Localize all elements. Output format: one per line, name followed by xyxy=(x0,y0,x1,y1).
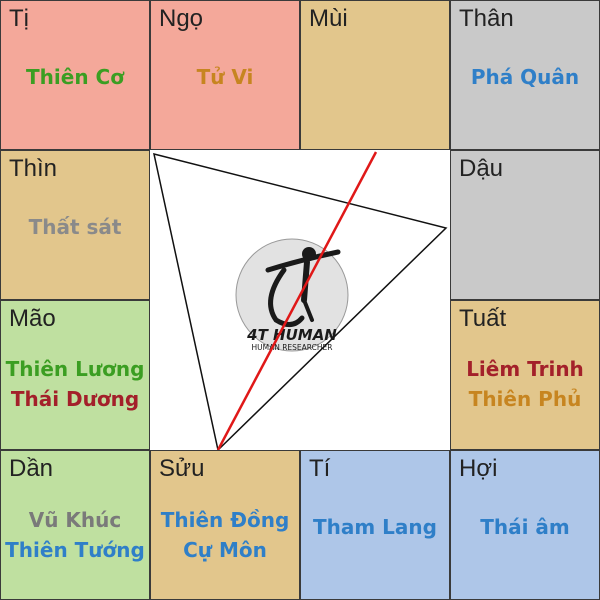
palace-branch-label: Hợi xyxy=(459,455,498,482)
star-name: Liêm Trinh xyxy=(466,357,584,381)
palace-branch-label: Mão xyxy=(9,305,56,332)
palace-branch-label: Dần xyxy=(9,455,54,482)
palace-cell: Dậu xyxy=(451,151,599,299)
center-diagram: 4T HUMAN HUMAN RESEARCHER xyxy=(153,151,448,450)
star-name: Thái âm xyxy=(480,515,570,539)
star-name: Cự Môn xyxy=(183,538,267,562)
star-name: Thiên Đồng xyxy=(160,508,290,532)
red-axis-line xyxy=(216,151,378,450)
star-name: Tử Vi xyxy=(196,65,254,89)
palace-branch-label: Dậu xyxy=(459,155,504,182)
palace-branch-label: Ngọ xyxy=(159,5,204,32)
palace-branch-label: Mùi xyxy=(309,5,348,32)
star-name: Tham Lang xyxy=(313,515,437,539)
center-panel: 4T HUMAN HUMAN RESEARCHER xyxy=(150,150,450,450)
logo-tagline: HUMAN RESEARCHER xyxy=(252,343,333,352)
palace-stars: Thất sát xyxy=(1,185,149,269)
triangle-lines xyxy=(153,152,448,450)
star-name: Thiên Tướng xyxy=(5,538,145,562)
palace-stars: Tử Vi xyxy=(151,35,299,119)
palace-branch-label: Tuất xyxy=(459,305,507,332)
palace-stars: Phá Quân xyxy=(451,35,599,119)
palace-cell: Ngọ Tử Vi xyxy=(151,1,299,149)
logo-brand: 4T HUMAN xyxy=(246,326,337,344)
palace-cell: Mùi xyxy=(301,1,449,149)
palace-branch-label: Thìn xyxy=(9,155,58,182)
star-name: Thái Dương xyxy=(10,387,140,411)
logo-circle xyxy=(235,238,349,352)
palace-stars: Tham Lang xyxy=(301,485,449,569)
palace-branch-label: Tị xyxy=(9,5,29,32)
star-name: Thiên Phủ xyxy=(468,387,582,411)
logo-figure-icon xyxy=(265,247,341,327)
palace-stars xyxy=(451,185,599,269)
star-name: Phá Quân xyxy=(470,65,580,89)
palace-stars: Thiên Đồng Cự Môn xyxy=(151,483,299,587)
star-name: Vũ Khúc xyxy=(28,508,122,532)
palace-branch-label: Tí xyxy=(309,455,331,482)
star-name: Thiên Cơ xyxy=(26,65,124,89)
star-name: Thiên Lương xyxy=(5,357,145,381)
palace-stars xyxy=(301,35,449,119)
palace-stars: Thiên Cơ xyxy=(1,35,149,119)
palace-branch-label: Sửu xyxy=(159,455,205,482)
palace-branch-label: Thân xyxy=(459,5,514,32)
star-name: Thất sát xyxy=(28,215,122,239)
palace-stars: Thái âm xyxy=(451,485,599,569)
